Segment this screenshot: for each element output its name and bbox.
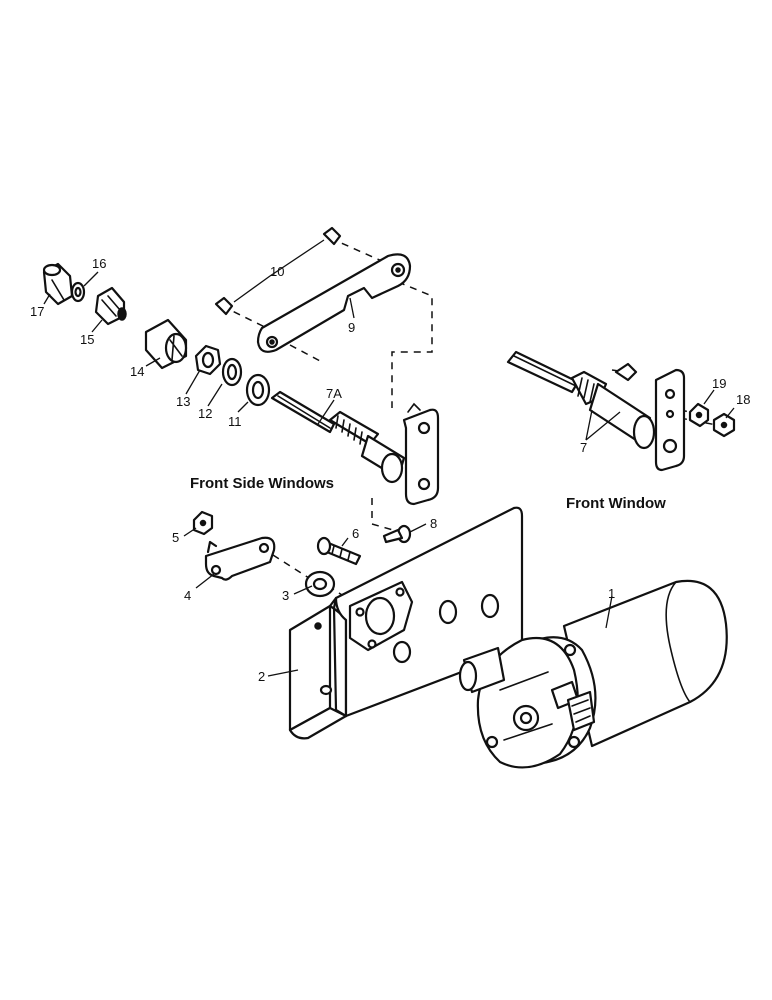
callout-9: 9	[348, 320, 355, 335]
callout-7a: 7A	[326, 386, 342, 401]
part-16-washer	[70, 281, 86, 303]
callout-12: 12	[198, 406, 212, 421]
part-15-spacer-nut	[94, 286, 127, 326]
callout-6: 6	[352, 526, 359, 541]
part-8-screw	[382, 524, 412, 544]
callout-13: 13	[176, 394, 190, 409]
callout-2: 2	[258, 669, 265, 684]
callout-7: 7	[580, 440, 587, 455]
part-7a-wiper-shaft	[270, 390, 440, 506]
callout-15: 15	[80, 332, 94, 347]
callout-14: 14	[130, 364, 144, 379]
callout-labels: 1 2 3 4 5 6 7 7A 8 9 10 11 12 13 14 15 1…	[30, 256, 750, 684]
part-14-bushing	[144, 318, 188, 370]
callout-16: 16	[92, 256, 106, 271]
caption-front-side-windows: Front Side Windows	[190, 475, 334, 492]
part-18-nut	[712, 412, 736, 438]
part-3-washer	[304, 570, 336, 598]
part-13-hex-nut	[194, 344, 222, 376]
part-17-acorn-nut	[42, 262, 74, 306]
part-1-wiper-motor	[458, 579, 728, 769]
caption-front-window: Front Window	[566, 495, 666, 512]
callout-18: 18	[736, 392, 750, 407]
callout-1: 1	[608, 586, 615, 601]
part-10-clips	[214, 226, 342, 316]
callout-8: 8	[430, 516, 437, 531]
callout-3: 3	[282, 588, 289, 603]
part-12-washer	[221, 357, 243, 387]
part-11-washer	[245, 373, 271, 407]
part-5-nut	[192, 510, 214, 536]
callout-leader-lines	[43, 239, 735, 677]
part-6-bolt	[316, 536, 362, 566]
part-19-nut	[688, 402, 710, 428]
callout-19: 19	[712, 376, 726, 391]
part-4-crank-arm	[204, 536, 276, 581]
part-9-link-arm	[256, 253, 412, 353]
callout-11: 11	[228, 414, 242, 429]
callout-5: 5	[172, 530, 179, 545]
callout-17: 17	[30, 304, 44, 319]
part-7-wiper-shaft	[506, 350, 686, 472]
callout-4: 4	[184, 588, 191, 603]
callout-10: 10	[270, 264, 284, 279]
